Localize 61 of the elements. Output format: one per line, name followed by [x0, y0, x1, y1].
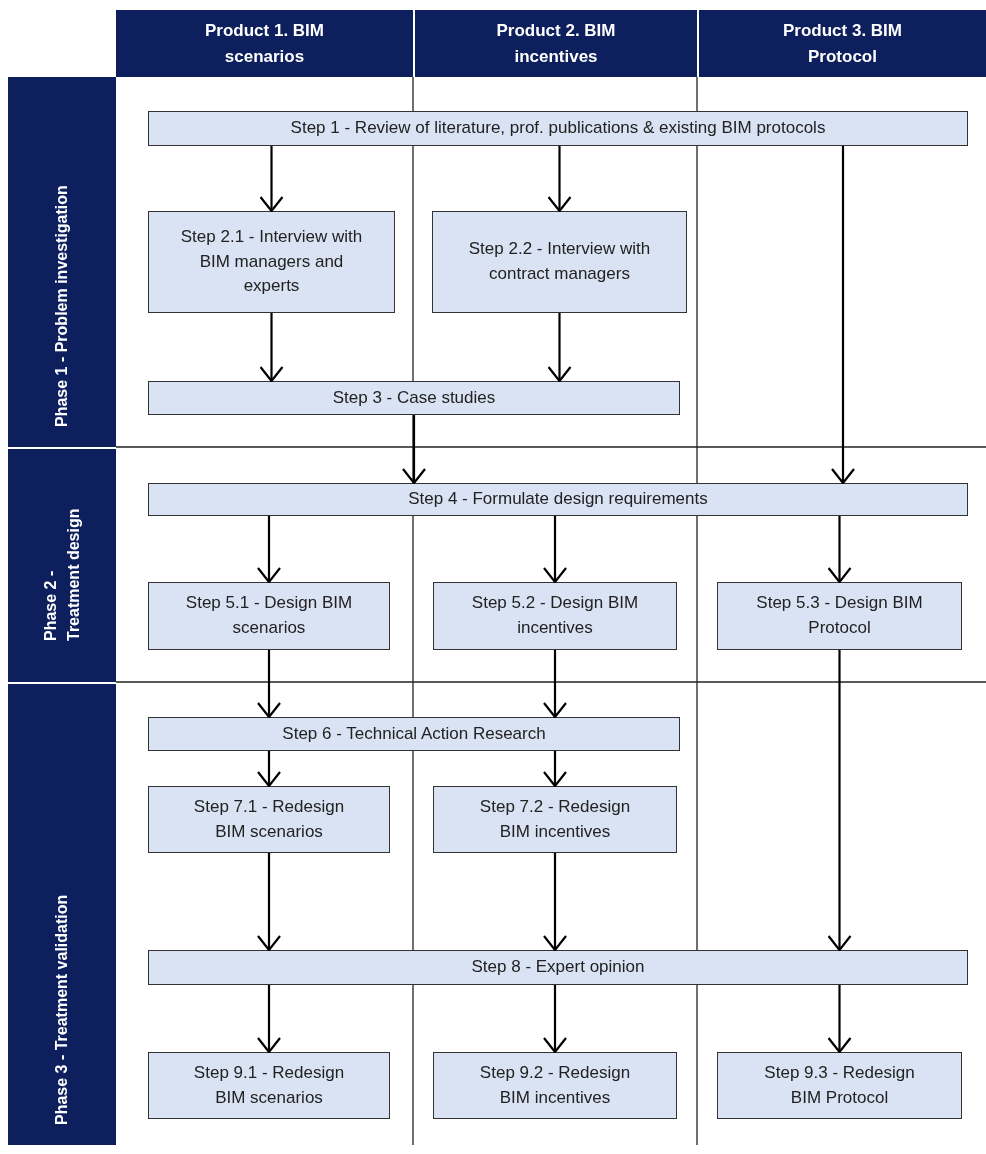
- step-box: [148, 582, 390, 650]
- step-label: Step 9.3 - Redesign BIM Protocol: [763, 1061, 916, 1109]
- arrow: [830, 146, 856, 485]
- phase-title: Phase 1 - Problem investigation: [52, 184, 72, 427]
- step-label: Step 5.1 - Design BIM scenarios: [184, 592, 354, 639]
- arrow: [259, 313, 284, 383]
- step-label: Step 5.3 - Design BIM Protocol: [755, 592, 924, 639]
- phase-band: [8, 684, 116, 1145]
- phase-title: Phase 3 - Treatment validation: [52, 893, 72, 1125]
- column-header: [699, 10, 986, 77]
- step-box: [433, 1052, 677, 1119]
- column-title: Product 2. BIM incentives: [495, 20, 617, 68]
- step-label: Step 6 - Technical Action Research: [282, 722, 546, 745]
- phase-title: Phase 2 - Treatment design: [40, 507, 83, 641]
- step-box: [717, 582, 962, 650]
- step-label: Step 2.2 - Interview with contract managers: [467, 238, 652, 285]
- step-label: Step 3 - Case studies: [332, 386, 496, 409]
- step-box: [148, 483, 968, 516]
- arrow: [542, 985, 568, 1054]
- arrow: [256, 751, 282, 788]
- step-box: [148, 717, 680, 751]
- arrow: [827, 985, 852, 1054]
- step-box: [433, 582, 677, 650]
- step-label: Step 4 - Formulate design requirements: [408, 488, 708, 511]
- arrow: [827, 650, 852, 952]
- arrow: [256, 516, 282, 584]
- step-label: Step 9.2 - Redesign BIM incentives: [478, 1061, 632, 1109]
- step-label: Step 7.2 - Redesign BIM incentives: [478, 795, 632, 843]
- column-header: [415, 10, 697, 77]
- step-box: [148, 211, 395, 313]
- step-box: [148, 950, 968, 985]
- step-box: [148, 381, 680, 415]
- step-label: Step 2.1 - Interview with BIM managers and experts: [179, 226, 364, 298]
- column-header: [116, 10, 413, 77]
- step-box: [148, 111, 968, 146]
- arrow: [256, 853, 282, 952]
- arrow: [259, 146, 284, 213]
- arrow: [542, 650, 568, 719]
- step-box: [148, 786, 390, 853]
- step-label: Step 7.1 - Redesign BIM scenarios: [192, 795, 346, 843]
- step-box: [148, 1052, 390, 1119]
- phase-band: [8, 77, 116, 447]
- step-label: Step 9.1 - Redesign BIM scenarios: [192, 1061, 346, 1109]
- arrow: [547, 313, 572, 383]
- step-box: [717, 1052, 962, 1119]
- step-box: [432, 211, 687, 313]
- arrow: [256, 985, 282, 1054]
- phase-band: [8, 449, 116, 682]
- column-title: Product 1. BIM scenarios: [204, 20, 325, 68]
- step-box: [433, 786, 677, 853]
- arrow: [401, 415, 427, 485]
- step-label: Step 8 - Expert opinion: [471, 956, 645, 979]
- arrow: [547, 146, 572, 213]
- step-label: Step 5.2 - Design BIM incentives: [470, 592, 640, 639]
- arrow: [542, 751, 568, 788]
- arrow: [542, 516, 568, 584]
- arrow: [542, 853, 568, 952]
- arrow: [256, 650, 282, 719]
- step-label: Step 1 - Review of literature, prof. publications & existing BIM protocols: [290, 117, 826, 140]
- column-title: Product 3. BIM Protocol: [782, 20, 903, 68]
- arrow: [827, 516, 852, 584]
